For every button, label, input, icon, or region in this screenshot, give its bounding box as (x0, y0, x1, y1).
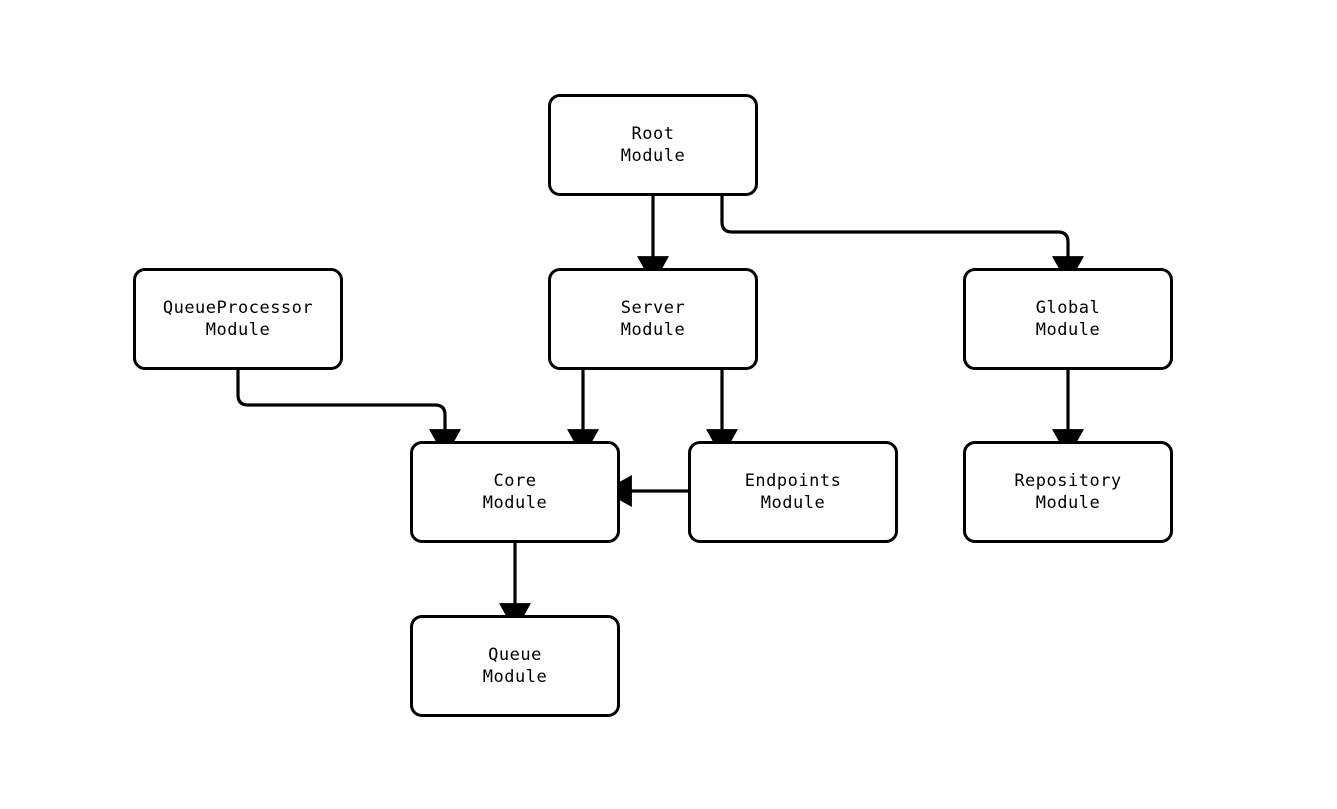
edge-queueprocessor-to-core (236, 370, 461, 458)
node-queueprocessor-label-line2: Module (205, 320, 271, 340)
node-core-label-line2: Module (482, 493, 548, 513)
node-global-label-line1: Global (1035, 298, 1101, 318)
node-queueprocessor-label-line1: QueueProcessor (162, 298, 314, 318)
node-server-label-line2: Module (620, 320, 686, 340)
node-endpoints-label-line1: Endpoints (744, 471, 842, 491)
node-repository-label-line2: Module (1035, 493, 1101, 513)
node-server-label-line1: Server (620, 298, 686, 318)
node-repository-label-line1: Repository (1014, 471, 1122, 491)
node-global-label-line2: Module (1035, 320, 1101, 340)
node-endpoints-label-line2: Module (760, 493, 826, 513)
node-root-label-line2: Module (620, 146, 686, 166)
node-queue-label-line2: Module (482, 667, 548, 687)
node-root-label-line1: Root (631, 124, 675, 144)
edge-root-to-global (720, 196, 1084, 285)
node-queue-label-line1: Queue (488, 645, 542, 665)
node-core-label-line1: Core (493, 471, 537, 491)
